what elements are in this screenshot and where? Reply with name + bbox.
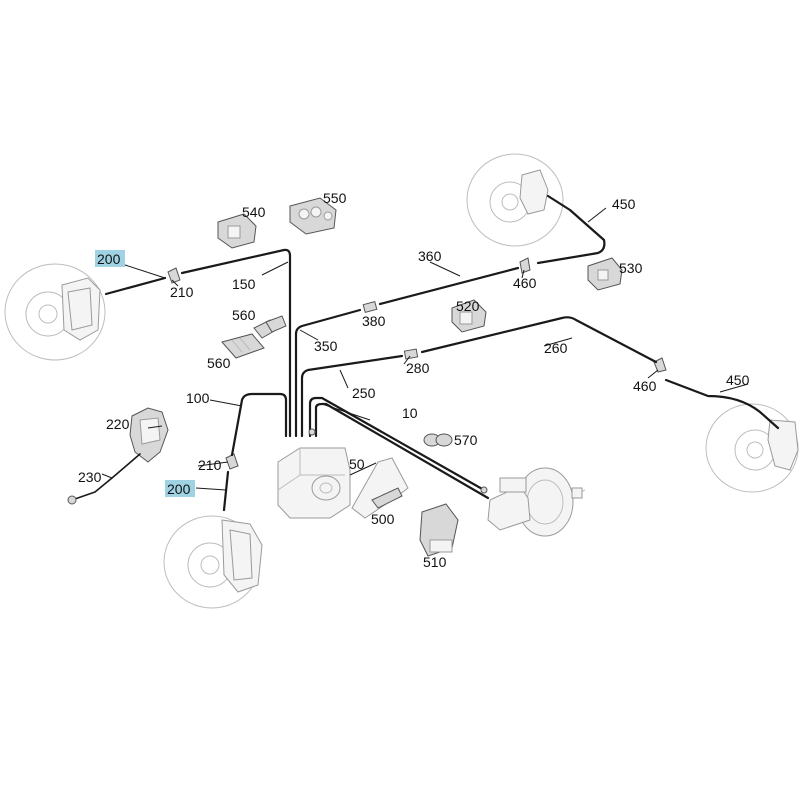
clip-210-lower [225,453,239,470]
bracket-520 [451,299,487,333]
callout-450[interactable]: 450 [726,372,750,388]
callout-550[interactable]: 550 [323,190,347,206]
callout-380[interactable]: 380 [362,313,386,329]
brake-line-10-a [308,396,486,492]
callout-280[interactable]: 280 [406,360,430,376]
brake-line-450-lower [664,378,780,430]
brake-line-360 [378,266,520,306]
abs-hydraulic-unit [277,447,351,519]
callout-520[interactable]: 520 [456,298,480,314]
callout-highlight [165,480,195,497]
leader-lines [101,207,749,491]
callout-150[interactable]: 150 [232,276,256,292]
brake-line-200-upper [104,276,167,296]
callout-530[interactable]: 530 [619,260,643,276]
clip-570 [423,433,453,447]
control-module [419,503,459,557]
clip-280 [403,348,419,360]
callout-260[interactable]: 260 [544,340,568,356]
callout-540[interactable]: 540 [242,204,266,220]
brake-line-100 [230,392,288,457]
callout-460[interactable]: 460 [513,275,537,291]
fitting [480,486,488,494]
callout-250[interactable]: 250 [352,385,376,401]
callout-460[interactable]: 460 [633,378,657,394]
callout-200[interactable]: 200 [167,481,191,497]
callout-100[interactable]: 100 [186,390,210,406]
bracket-550 [289,197,337,235]
clip-460-lower [653,357,667,373]
rear-left-disc-brake [466,153,564,247]
callout-220[interactable]: 220 [106,416,130,432]
front-left-disc-brake [4,263,106,361]
clip-560-lower [221,333,265,359]
sensor-cable [67,453,141,505]
callout-500[interactable]: 500 [371,511,395,527]
clip-560-upper [253,315,287,339]
callout-highlight [95,250,125,267]
clip-210-upper [167,267,181,284]
callout-350[interactable]: 350 [314,338,338,354]
brake-booster-master-cylinder [487,467,586,537]
fitting [308,428,316,436]
callout-50[interactable]: 50 [349,456,365,472]
brake-line-150 [180,248,292,438]
clip-460-upper [519,257,531,274]
callout-210[interactable]: 210 [198,457,222,473]
callout-210[interactable]: 210 [170,284,194,300]
callout-560[interactable]: 560 [232,307,256,323]
bracket-530 [587,257,623,291]
callout-200[interactable]: 200 [97,251,121,267]
brake-line-450-upper [536,194,606,265]
callout-570[interactable]: 570 [454,432,478,448]
callout-230[interactable]: 230 [78,469,102,485]
rear-right-disc-brake [705,403,799,493]
pedal-bracket [351,457,409,519]
callout-450[interactable]: 450 [612,196,636,212]
callout-560[interactable]: 560 [207,355,231,371]
brake-line-250 [300,354,404,438]
brake-line-350 [294,308,362,438]
clip-380 [362,300,378,314]
bracket-540 [217,213,257,249]
brake-line-10-b [314,402,490,500]
brake-line-200-lower [222,470,230,512]
brake-line-260 [420,316,658,364]
abs-sensor-bracket [129,407,169,463]
callout-510[interactable]: 510 [423,554,447,570]
front-right-disc-brake [163,515,263,609]
callout-360[interactable]: 360 [418,248,442,264]
callout-10[interactable]: 10 [402,405,418,421]
